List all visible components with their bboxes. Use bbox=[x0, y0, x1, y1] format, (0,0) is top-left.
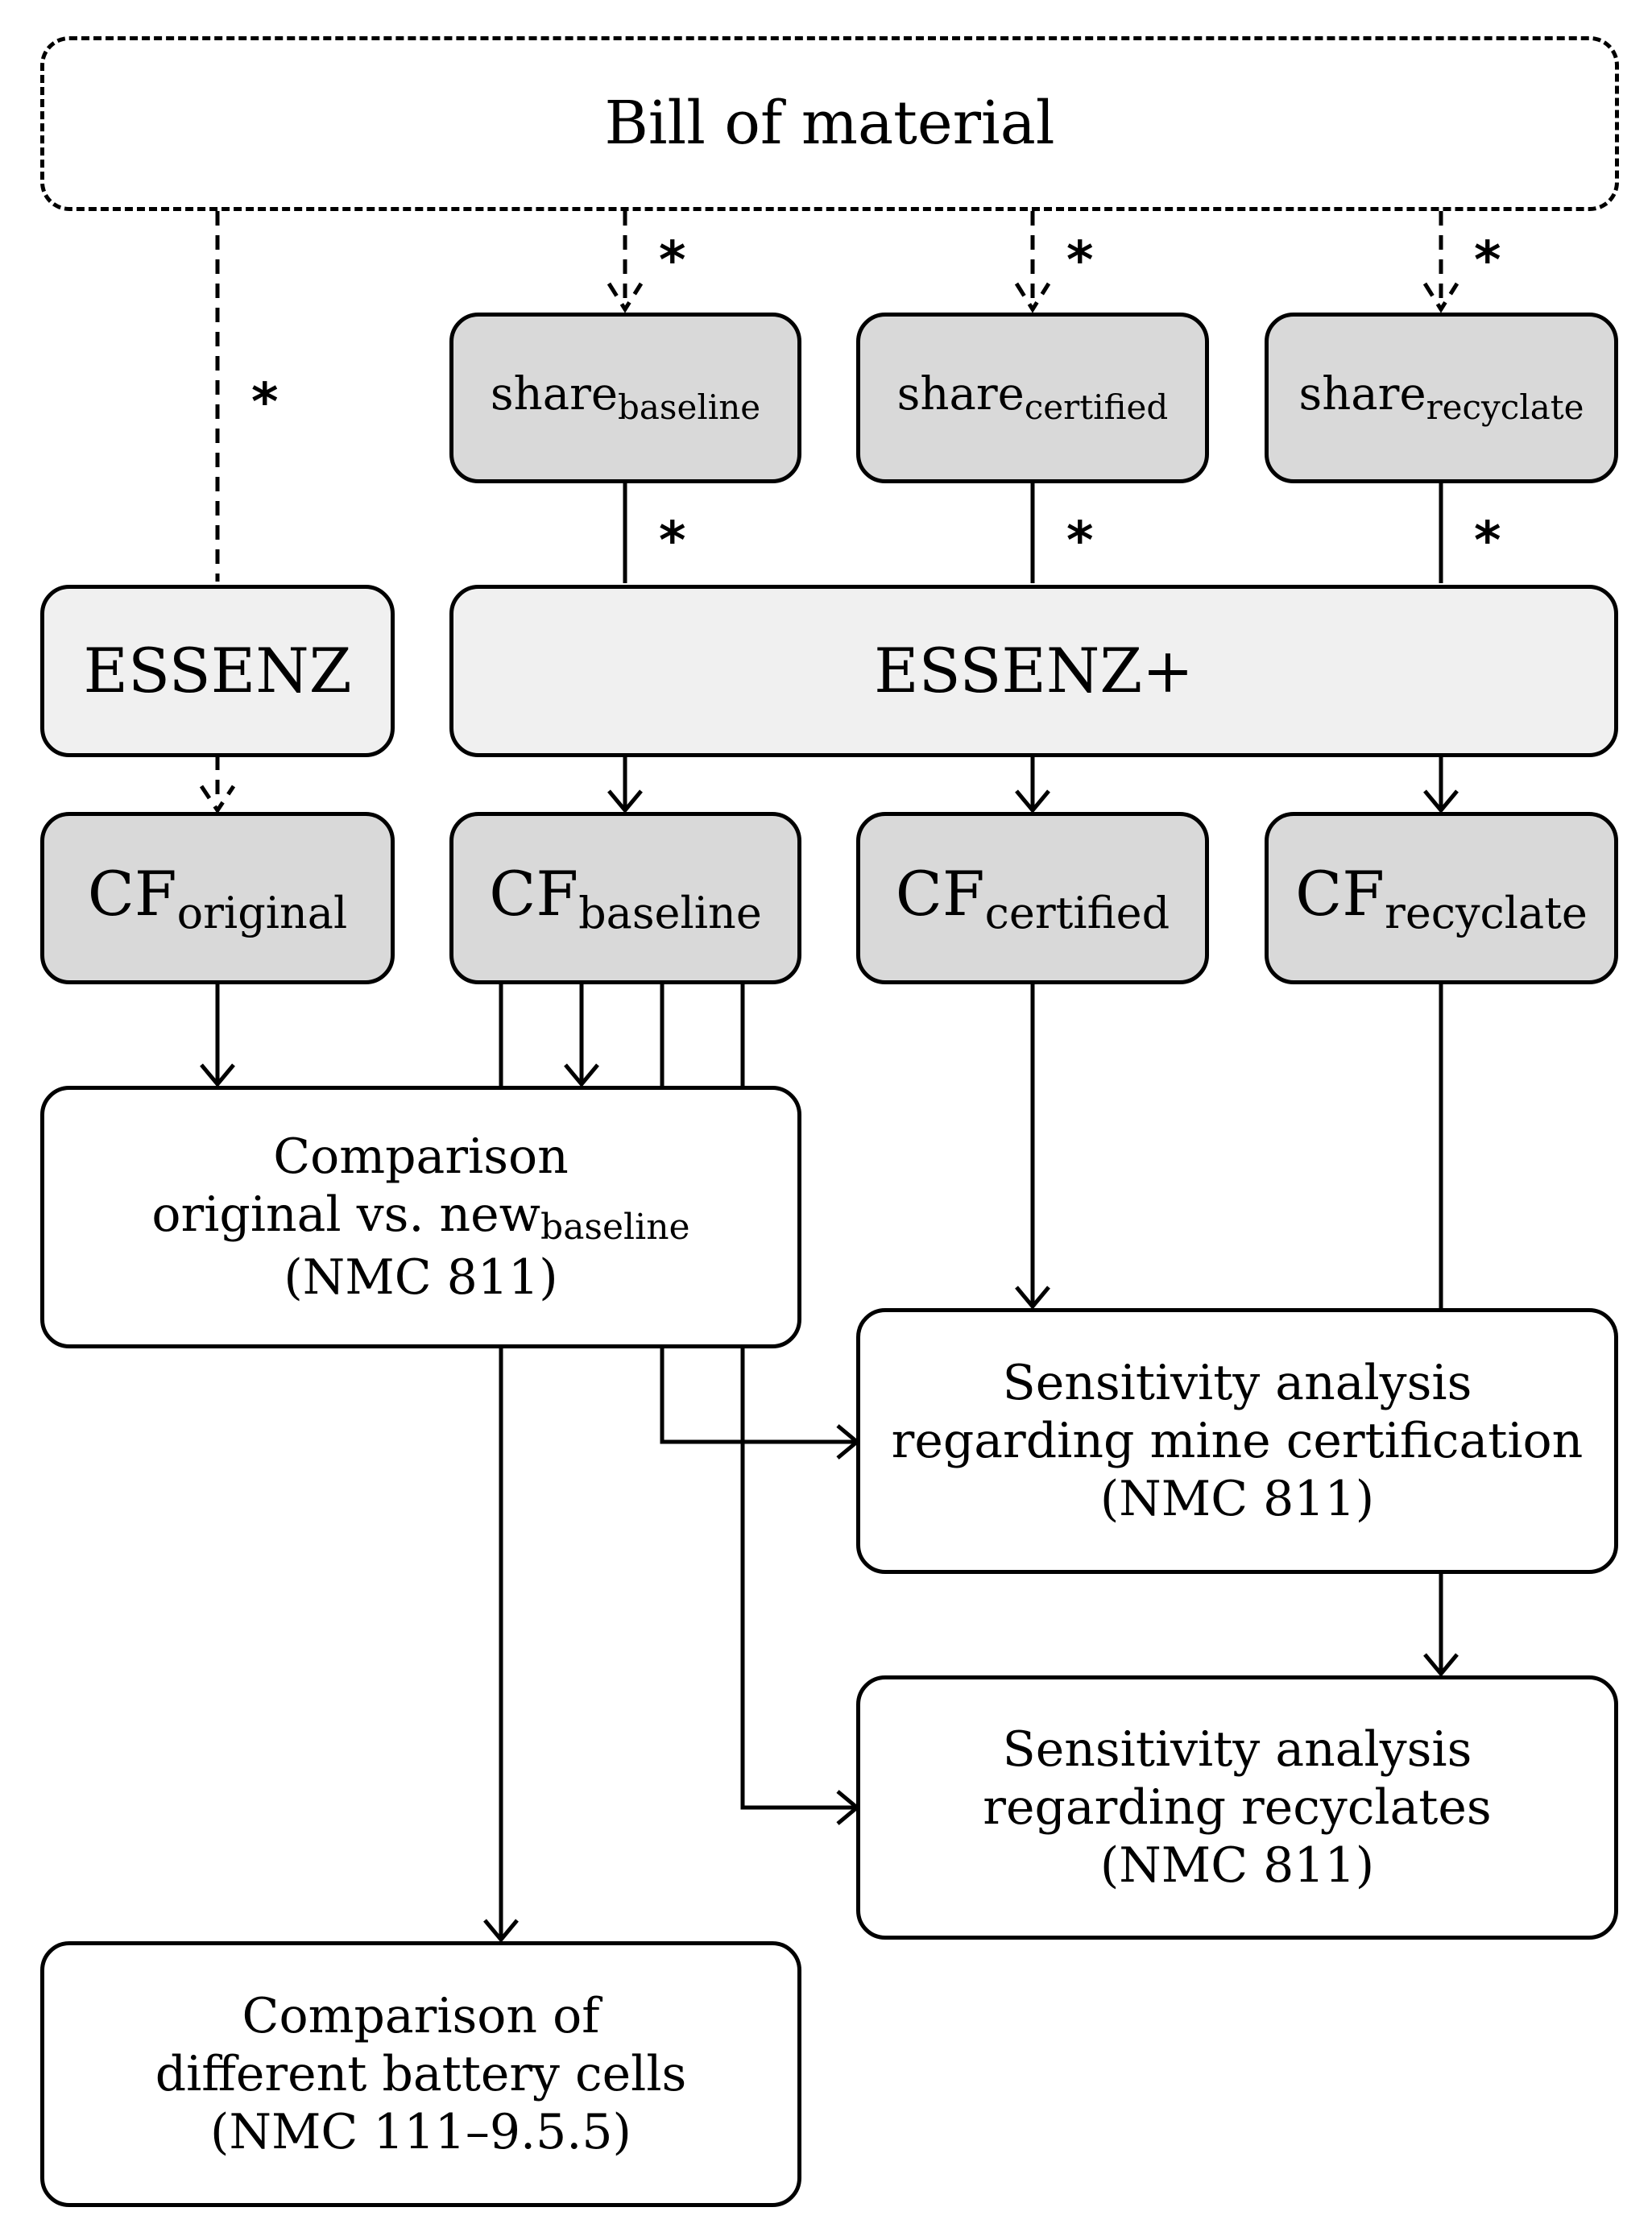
arrow-comparison-comparison-cells bbox=[483, 1347, 519, 1943]
comparison-cells-line-3: (NMC 111–9.5.5) bbox=[210, 2104, 631, 2160]
asterisk-marker: * bbox=[1474, 231, 1501, 291]
cf-original-label: CForiginal bbox=[87, 857, 348, 938]
dashed-arrow-essenz-cf-original bbox=[199, 756, 236, 814]
arrow-cf-baseline-comparison bbox=[564, 983, 599, 1087]
cf-baseline-label: CFbaseline bbox=[489, 857, 762, 938]
arrow-cf-certified-sensitivity-mine bbox=[1015, 983, 1050, 1310]
arrow-essenz-plus-cf-baseline bbox=[607, 756, 643, 814]
arrow-sensitivity-mine-sensitivity-recyclates bbox=[1423, 1572, 1459, 1677]
sensitivity-mine-line-1: Sensitivity analysis bbox=[1002, 1355, 1472, 1411]
cf-recyclate-label: CFrecyclate bbox=[1295, 857, 1588, 938]
arrow-essenz-plus-cf-recyclate bbox=[1423, 756, 1459, 814]
sensitivity-recyclates-box: Sensitivity analysis regarding recyclate… bbox=[856, 1675, 1618, 1940]
asterisk-marker: * bbox=[1066, 511, 1094, 571]
arrow-comparison-sensitivity-recyclates bbox=[740, 1347, 860, 1825]
comparison-original-line-3: (NMC 811) bbox=[284, 1249, 558, 1307]
share-recyclate-label: sharerecyclate bbox=[1298, 368, 1584, 428]
arrow-comparison-sensitivity-mine bbox=[660, 1347, 860, 1460]
cf-recyclate-box: CFrecyclate bbox=[1265, 812, 1618, 984]
cf-original-box: CForiginal bbox=[40, 812, 395, 984]
sensitivity-mine-box: Sensitivity analysis regarding mine cert… bbox=[856, 1308, 1618, 1574]
sensitivity-recyclates-line-2: regarding recyclates bbox=[983, 1779, 1492, 1836]
asterisk-marker: * bbox=[659, 231, 686, 291]
essenz-label: ESSENZ bbox=[83, 635, 352, 707]
dashed-arrow-bom-share-recyclate bbox=[1422, 211, 1459, 313]
share-recyclate-box: sharerecyclate bbox=[1265, 313, 1618, 483]
asterisk-marker: * bbox=[659, 511, 686, 571]
comparison-cells-line-2: different battery cells bbox=[155, 2046, 687, 2102]
cf-certified-label: CFcertified bbox=[895, 857, 1170, 938]
share-certified-box: sharecertified bbox=[856, 313, 1209, 483]
sensitivity-mine-line-2: regarding mine certification bbox=[891, 1413, 1584, 1469]
cf-certified-box: CFcertified bbox=[856, 812, 1209, 984]
dashed-arrow-bom-share-certified bbox=[1014, 211, 1051, 313]
share-certified-label: sharecertified bbox=[896, 368, 1169, 428]
sensitivity-recyclates-line-1: Sensitivity analysis bbox=[1002, 1721, 1472, 1778]
arrow-essenz-plus-cf-certified bbox=[1015, 756, 1050, 814]
comparison-cells-box: Comparison of different battery cells (N… bbox=[40, 1941, 801, 2207]
share-baseline-box: sharebaseline bbox=[449, 313, 801, 483]
asterisk-marker: * bbox=[1066, 231, 1094, 291]
comparison-original-box: Comparison original vs. newbaseline (NMC… bbox=[40, 1086, 801, 1348]
sensitivity-mine-line-3: (NMC 811) bbox=[1099, 1471, 1375, 1527]
share-baseline-label: sharebaseline bbox=[490, 368, 761, 428]
bill-of-material-box: Bill of material bbox=[40, 36, 1619, 211]
essenz-plus-box: ESSENZ+ bbox=[449, 585, 1618, 757]
essenz-plus-label: ESSENZ+ bbox=[874, 635, 1194, 707]
sensitivity-recyclates-line-3: (NMC 811) bbox=[1099, 1837, 1375, 1894]
comparison-original-line-1: Comparison bbox=[273, 1128, 569, 1185]
comparison-cells-line-1: Comparison of bbox=[242, 1988, 600, 2044]
asterisk-marker: * bbox=[251, 373, 279, 433]
asterisk-marker: * bbox=[1474, 511, 1501, 571]
dashed-arrow-bom-share-baseline bbox=[607, 211, 644, 313]
arrow-cf-original-comparison bbox=[200, 983, 235, 1087]
bill-of-material-label: Bill of material bbox=[604, 89, 1055, 159]
comparison-original-line-2: original vs. newbaseline bbox=[151, 1186, 690, 1248]
essenz-box: ESSENZ bbox=[40, 585, 395, 757]
cf-baseline-box: CFbaseline bbox=[449, 812, 801, 984]
